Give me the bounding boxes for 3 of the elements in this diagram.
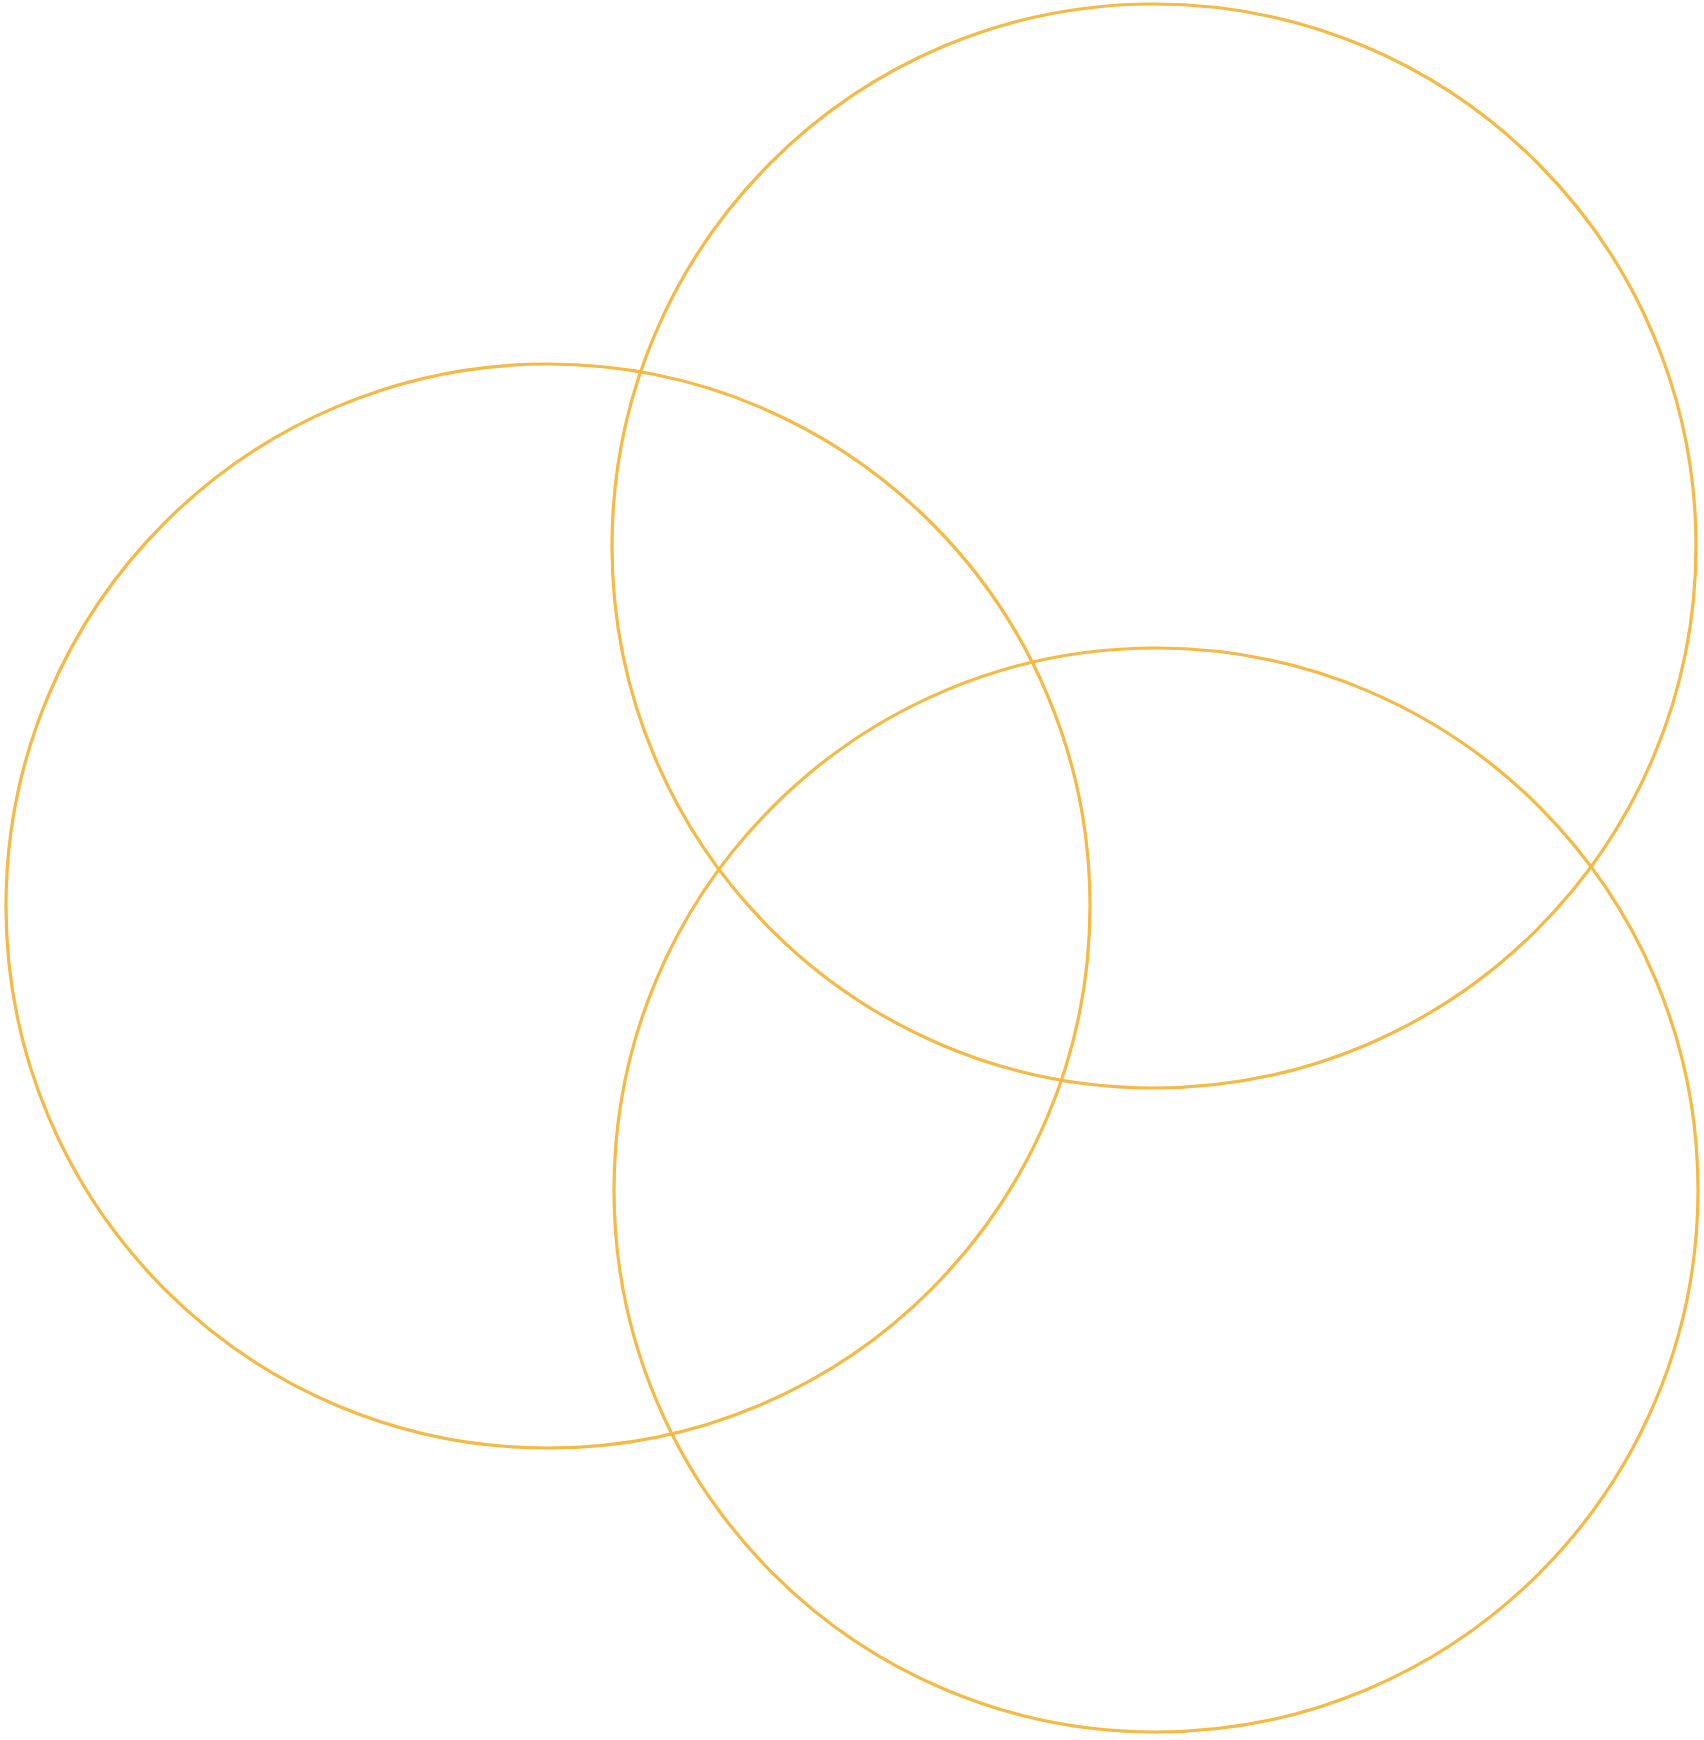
circle-outline <box>612 646 1700 1734</box>
circle-outline <box>4 362 1092 1450</box>
circle-outline <box>610 2 1698 1090</box>
